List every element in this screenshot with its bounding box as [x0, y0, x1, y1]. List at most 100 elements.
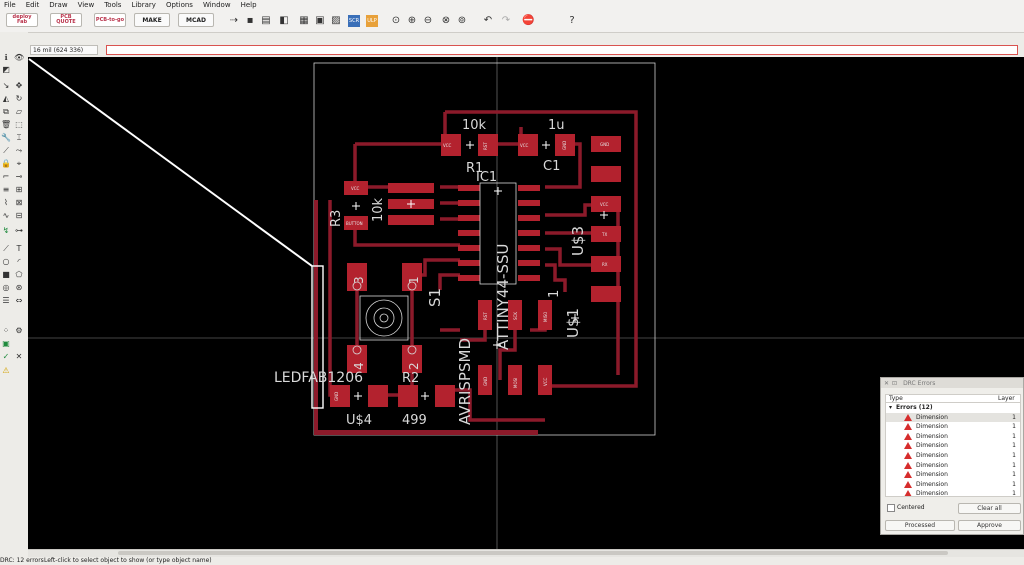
ground-trace-left: [314, 200, 318, 435]
erc-icon[interactable]: ▣: [2, 339, 10, 348]
warning-icon[interactable]: ⚠: [2, 366, 10, 375]
name-icon[interactable]: ⌶: [16, 133, 22, 142]
rect-icon[interactable]: ■: [2, 270, 10, 279]
expand-icon[interactable]: ▾: [889, 404, 893, 411]
pcb-to-go-button[interactable]: PCB-to-go: [94, 13, 126, 27]
meander-icon[interactable]: ∿: [2, 211, 10, 220]
mark-icon[interactable]: ↘: [2, 81, 10, 90]
clear-all-button[interactable]: Clear all: [958, 503, 1021, 514]
layer-icon[interactable]: ◩: [2, 65, 10, 74]
dimension-icon[interactable]: ⇔: [15, 296, 23, 305]
drc-gear-icon[interactable]: ⚙: [15, 326, 23, 335]
mcad-button[interactable]: MCAD: [178, 13, 214, 27]
paste-icon[interactable]: ▱: [15, 107, 23, 116]
pcb-quote-button[interactable]: PCB QUOTE: [50, 13, 82, 27]
zoom-out-icon[interactable]: ⊖: [423, 15, 433, 26]
scrollbar-thumb[interactable]: [118, 551, 948, 555]
mirror-icon[interactable]: ◭: [2, 94, 10, 103]
menu-window[interactable]: Window: [202, 1, 231, 9]
script-icon[interactable]: ▨: [331, 15, 341, 26]
ground-trace-bottom: [314, 430, 538, 435]
zoom-redraw-icon[interactable]: ⊗: [441, 15, 451, 26]
stop-icon[interactable]: ⛔: [522, 15, 535, 26]
command-input[interactable]: [106, 45, 1018, 55]
menu-edit[interactable]: Edit: [25, 1, 40, 9]
info-icon[interactable]: ℹ: [4, 53, 8, 62]
go-icon[interactable]: ?: [569, 15, 575, 26]
drc-icon[interactable]: ✓: [2, 352, 10, 361]
print-icon[interactable]: ▤: [261, 15, 271, 26]
menu-file[interactable]: File: [4, 1, 16, 9]
move-icon[interactable]: ✥: [15, 81, 23, 90]
horizontal-scrollbar[interactable]: [28, 549, 1024, 557]
arc-icon[interactable]: ◜: [17, 257, 21, 266]
drc-group-row[interactable]: ▾ Errors (12): [886, 403, 1020, 413]
smash-icon[interactable]: ⌖: [16, 159, 22, 168]
save-icon[interactable]: ▪: [246, 15, 254, 26]
hole-tool-icon[interactable]: ⁘: [2, 326, 10, 335]
attribute-icon[interactable]: ⊛: [15, 283, 23, 292]
ripup-icon[interactable]: ⊠: [15, 198, 23, 207]
menu-library[interactable]: Library: [131, 1, 156, 9]
group-icon[interactable]: ⬚: [15, 120, 23, 129]
deploy-fab-button[interactable]: deploy Fab: [6, 13, 38, 27]
drc-col-layer[interactable]: Layer: [998, 395, 1015, 402]
float-icon[interactable]: ⊡: [892, 379, 898, 387]
delete-icon[interactable]: 🗑: [1, 120, 12, 129]
lock-icon[interactable]: 🔒: [1, 159, 11, 168]
split-icon[interactable]: ⟋: [3, 146, 9, 155]
menu-tools[interactable]: Tools: [104, 1, 122, 9]
polygon-icon[interactable]: ⬠: [15, 270, 23, 279]
route-icon[interactable]: ⌇: [4, 198, 8, 207]
close-icon[interactable]: ✕: [884, 379, 890, 387]
hole-icon[interactable]: ◎: [2, 283, 10, 292]
errors-icon[interactable]: ✕: [15, 352, 23, 361]
zoom-in-icon[interactable]: ⊕: [407, 15, 417, 26]
via-icon[interactable]: ⊸: [15, 172, 23, 181]
import-icon[interactable]: ⇢: [229, 15, 239, 26]
show-icon[interactable]: 👁: [14, 53, 25, 62]
redo-icon[interactable]: ↷: [501, 15, 511, 26]
optimize-icon[interactable]: ⤳: [15, 146, 23, 155]
text-icon[interactable]: T: [16, 244, 22, 253]
autorouter-icon[interactable]: ⊟: [15, 211, 23, 220]
processed-button[interactable]: Processed: [885, 520, 955, 531]
layer-stack-icon[interactable]: ☰: [2, 296, 10, 305]
copy-icon[interactable]: ⧉: [3, 107, 9, 116]
menu-view[interactable]: View: [77, 1, 95, 9]
make-button[interactable]: MAKE: [134, 13, 170, 27]
drc-col-type[interactable]: Type: [889, 395, 903, 402]
run-ulp-icon[interactable]: ULP: [366, 15, 378, 27]
zoom-fit-icon[interactable]: ⊙: [391, 15, 401, 26]
change-icon[interactable]: 🔧: [1, 133, 11, 142]
board-canvas[interactable]: 10k R1 1u C1 IC1 ATTINY44-SSU R3 10k S1 …: [28, 57, 1024, 549]
ulp-icon[interactable]: SCR: [348, 15, 360, 27]
line-icon[interactable]: ⟋: [3, 244, 9, 253]
cam-icon[interactable]: ◧: [279, 15, 289, 26]
miter-icon[interactable]: ⌐: [2, 172, 10, 181]
approve-button[interactable]: Approve: [958, 520, 1021, 531]
zoom-select-icon[interactable]: ⊚: [457, 15, 467, 26]
fanout-icon[interactable]: ⊶: [15, 226, 23, 235]
menu-draw[interactable]: Draw: [49, 1, 68, 9]
ratsnest-icon[interactable]: ⊞: [15, 185, 23, 194]
undo-icon[interactable]: ↶: [483, 15, 493, 26]
slice-icon[interactable]: ≡: [2, 185, 10, 194]
circle-icon[interactable]: ○: [2, 257, 10, 266]
board-icon[interactable]: ▣: [315, 15, 325, 26]
rotate-icon[interactable]: ↻: [15, 94, 23, 103]
wire-icon[interactable]: ↯: [2, 226, 10, 235]
centered-checkbox[interactable]: [887, 504, 895, 512]
schematic-icon[interactable]: ▦: [299, 15, 309, 26]
menu-options[interactable]: Options: [165, 1, 193, 9]
menu-help[interactable]: Help: [240, 1, 257, 9]
